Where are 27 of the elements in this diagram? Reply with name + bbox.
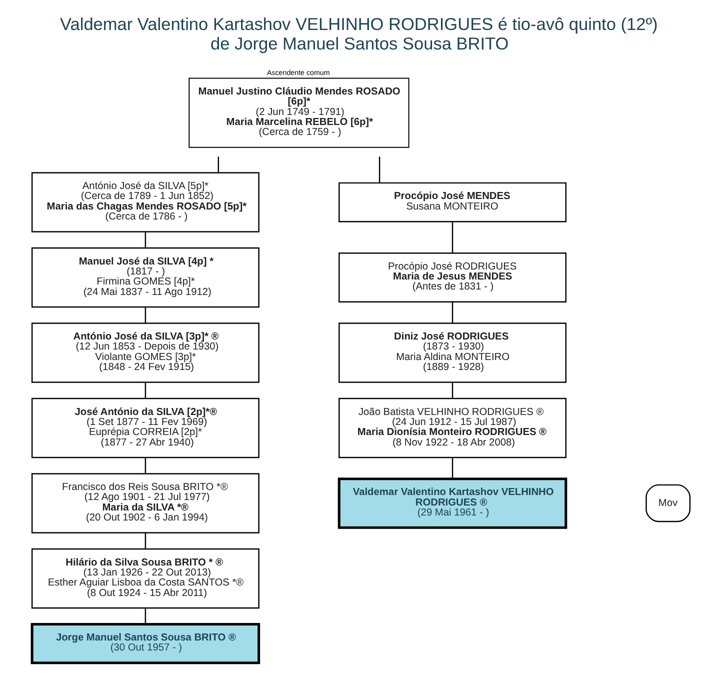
connector (144, 382, 146, 398)
node-box: Procópio José MENDES Susana MONTEIRO (338, 182, 566, 222)
connector (378, 156, 380, 183)
connector (217, 156, 218, 172)
node-box: Mov (645, 484, 690, 522)
node-box: Hilário da Silva Sousa BRITO * ® (13 Jan 1926 - 22 Out 2013) Esther Aguiar Lisboa da Costa SANTOS *® (8 Out 1924 - 15 Abr 2011) (30, 548, 259, 609)
node-box: António José da SILVA [5p]* (Cerca de 1789 - 1 Jun 1852) Maria das Chagas Mendes ROSADO [5p]* (Cerca de 1786 - ) (30, 172, 259, 232)
connector (451, 382, 453, 398)
node-box: Manuel José da SILVA [4p] * (1817 - ) Firmina GOMES [4p]* (24 Mai 1837 - 11 Ago 1912) (30, 247, 259, 308)
node-box: João Batista VELHINHO RODRIGUES ® (24 Jun 1912 - 15 Jul 1987) Maria Dionísia Monteiro RODRIGUES ® (8 Nov 1922 - 18 Abr 2008) (338, 398, 566, 458)
node-box: José António da SILVA [2p]*® (1 Set 1877 - 11 Fev 1969) Euprépia CORREIA [2p]* (1877 - 27 Abr 1940) (30, 398, 259, 458)
node-box: Diniz José RODRIGUES (1873 - 1930) Maria Aldina MONTEIRO (1889 - 1928) (338, 322, 566, 383)
connector (144, 532, 146, 549)
connector (144, 307, 146, 324)
connector (144, 608, 146, 624)
connector (451, 458, 453, 479)
node-label: Ascendente comum (266, 68, 330, 77)
connector (451, 302, 453, 324)
connector (451, 222, 453, 254)
connector (144, 232, 146, 248)
node-box: Francisco dos Reis Sousa BRITO *® (12 Ago 1901 - 21 Jul 1977) Maria da SILVA *® (20 Out 1902 - 6 Jan 1994) (30, 473, 259, 534)
node-box: António José da SILVA [3p]* ® (12 Jun 1853 - Depois de 1930) Violante GOMES [3p]* (1848 - 24 Fev 1915) (30, 322, 259, 383)
connector (144, 458, 146, 474)
node-box: Jorge Manuel Santos Sousa BRITO ® (30 Out 1957 - ) (30, 622, 260, 664)
node-box: Valdemar Valentino Kartashov VELHINHO RODRIGUES ® (29 Mai 1961 - ) (337, 478, 567, 529)
diagram-title: Valdemar Valentino Kartashov VELHINHO RODRIGUES é tio-avô quinto (12º) de Jorge Manuel Santos Sousa BRITO (60, 14, 658, 54)
node-box: Procópio José RODRIGUES Maria de Jesus MENDES (Antes de 1831 - ) (338, 252, 566, 303)
